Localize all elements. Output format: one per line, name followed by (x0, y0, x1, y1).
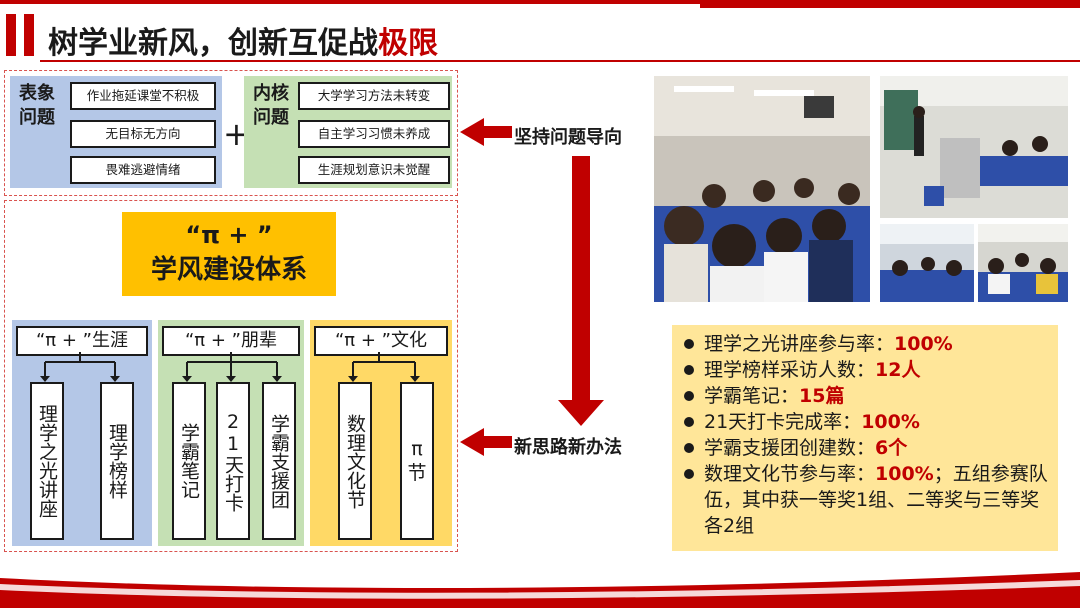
surface-problem-item: 畏难逃避情绪 (70, 156, 216, 184)
students-photo-icon (880, 224, 974, 302)
surface-problem-item: 无目标无方向 (70, 120, 216, 148)
lecture-photo-icon (654, 76, 870, 302)
result-item: 理学之光讲座参与率：100% (682, 331, 1050, 357)
problem-oriented-label: 坚持问题导向 (514, 127, 622, 148)
classroom-photo-small-1 (880, 224, 974, 302)
bullet-icon (684, 417, 694, 427)
column-connectors (40, 352, 420, 382)
culture-header: “π + ”文化 (314, 326, 448, 356)
core-problem-item: 大学学习方法未转变 (298, 82, 450, 110)
result-item: 数理文化节参与率：100%；五组参赛队伍，其中获一等奖1组、二等奖与三等奖各2组 (682, 461, 1050, 539)
culture-item: 数理文化节 (338, 382, 372, 540)
flow-arrows (460, 118, 604, 456)
new-methods-label: 新思路新办法 (514, 437, 622, 458)
down-arrow-icon (558, 156, 604, 426)
bullet-icon (684, 339, 694, 349)
teacher-photo-icon (880, 76, 1068, 218)
top-red-line (0, 0, 1080, 4)
title-accent-bar (6, 14, 16, 56)
students-photo-icon (978, 224, 1068, 302)
title-highlight: 极限 (378, 26, 438, 61)
career-item: 理学榜样 (100, 382, 134, 540)
core-problem-item: 生涯规划意识未觉醒 (298, 156, 450, 184)
culture-item: π节 (400, 382, 434, 540)
bullet-icon (684, 391, 694, 401)
system-title-line2: 学风建设体系 (150, 255, 307, 285)
top-red-bar (700, 0, 1080, 8)
peer-item: 21天打卡 (216, 382, 250, 540)
core-problems-label: 内核问题 (253, 83, 289, 128)
result-item: 学霸支援团创建数：6个 (682, 435, 1050, 461)
peer-item: 学霸支援团 (262, 382, 296, 540)
career-header: “π + ”生涯 (16, 326, 148, 356)
career-item: 理学之光讲座 (30, 382, 64, 540)
left-arrow-icon (460, 428, 512, 456)
result-item: 21天打卡完成率：100% (682, 409, 1050, 435)
left-arrow-icon (460, 118, 512, 146)
result-item: 学霸笔记：15篇 (682, 383, 1050, 409)
bullet-icon (684, 365, 694, 375)
bullet-icon (684, 443, 694, 453)
system-title-box: “π + ” 学风建设体系 (122, 212, 336, 296)
problems-section (4, 70, 458, 196)
peer-item: 学霸笔记 (172, 382, 206, 540)
surface-problem-item: 作业拖延课堂不积极 (70, 82, 216, 110)
title-underline (40, 60, 1080, 62)
core-problem-item: 自主学习习惯未养成 (298, 120, 450, 148)
system-section (4, 200, 458, 552)
classroom-photo-small-2 (978, 224, 1068, 302)
classroom-photo-large (654, 76, 870, 302)
page-title: 树学业新风，创新互促战极限 (48, 26, 438, 61)
title-accent-bar (24, 14, 34, 56)
bullet-icon (684, 469, 694, 479)
peer-header: “π + ”朋辈 (162, 326, 300, 356)
classroom-photo-teacher (880, 76, 1068, 218)
bottom-decoration (0, 572, 1080, 608)
results-panel: 理学之光讲座参与率：100% 理学榜样采访人数：12人 学霸笔记：15篇 21天… (672, 325, 1058, 551)
surface-problems-label: 表象问题 (19, 83, 55, 128)
result-item: 理学榜样采访人数：12人 (682, 357, 1050, 383)
system-title-line1: “π + ” (185, 221, 273, 249)
